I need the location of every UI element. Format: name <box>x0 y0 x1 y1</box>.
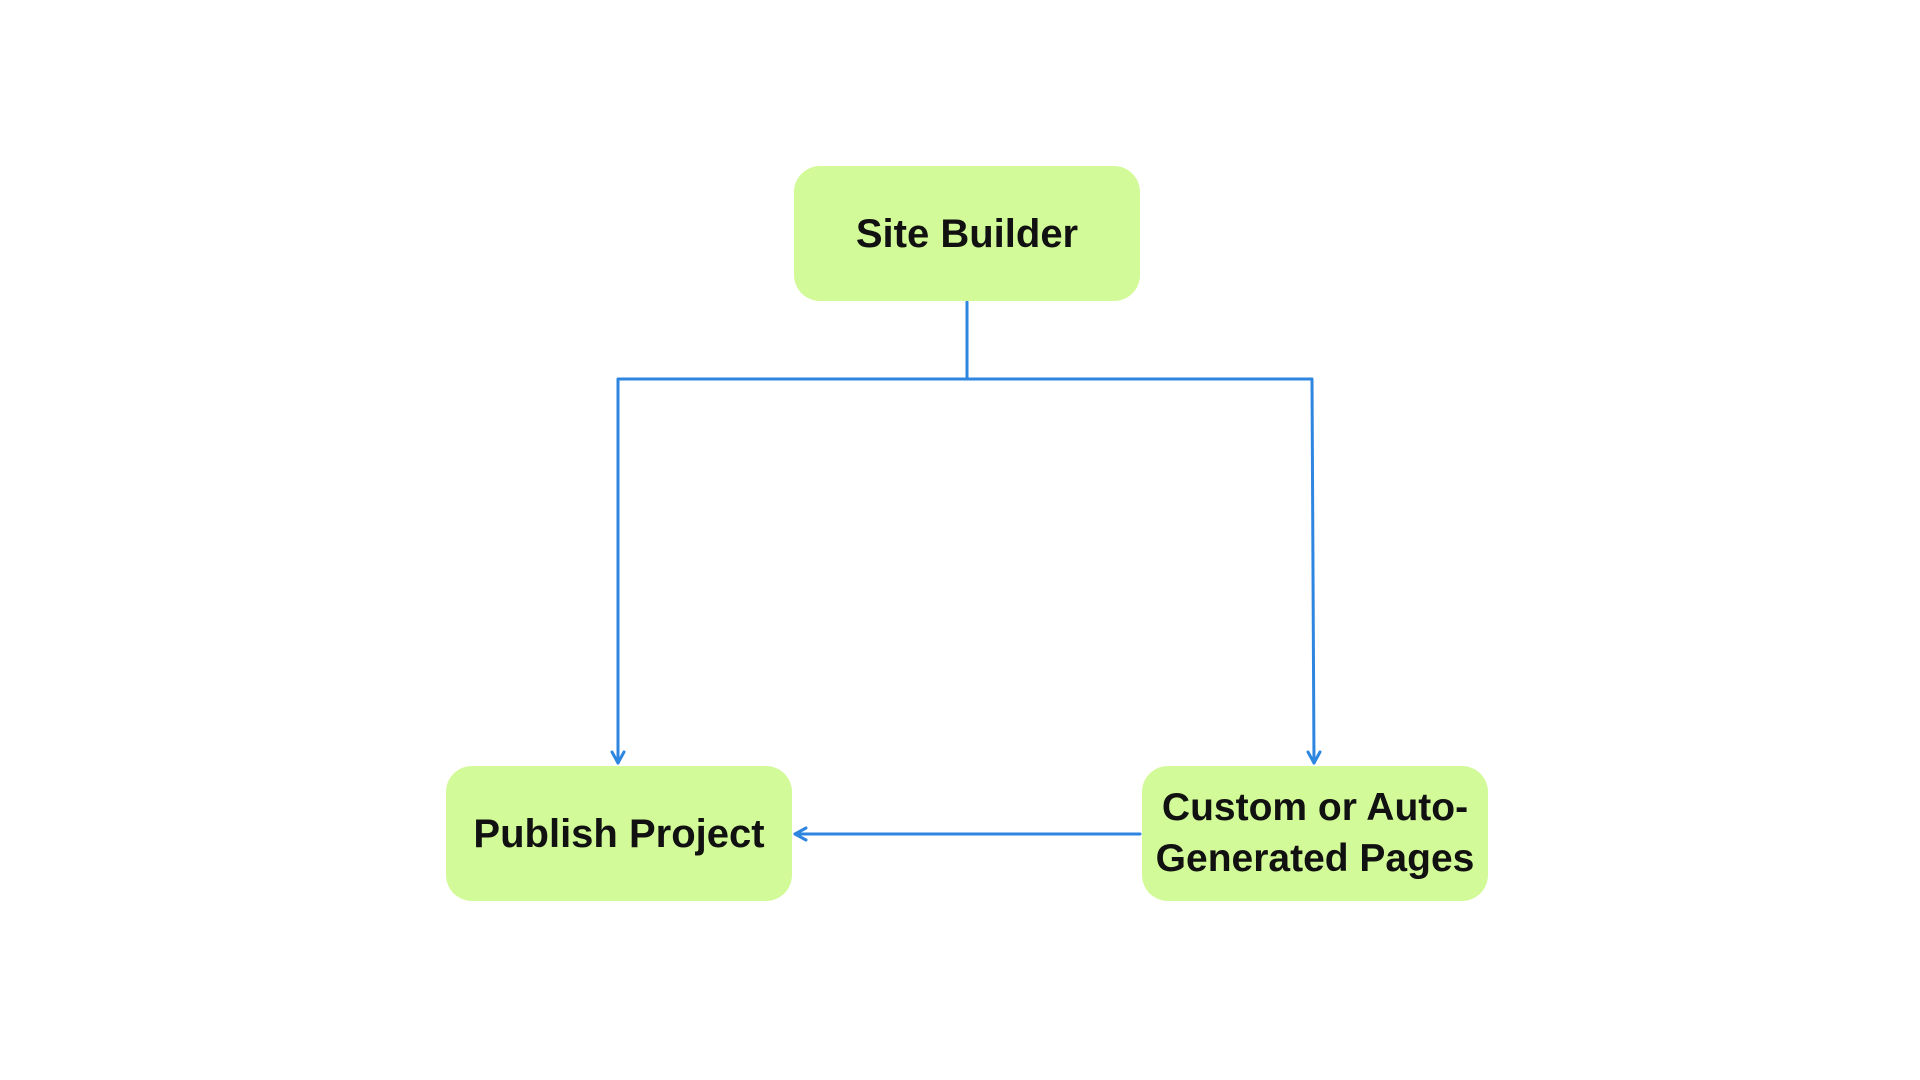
edge-site-builder-to-publish-project <box>616 300 969 765</box>
edge-site-builder-to-custom-pages <box>965 377 1316 765</box>
node-site-builder-label: Site Builder <box>855 211 1079 256</box>
node-custom-pages-label: Custom or Auto-Generated Pages <box>1155 785 1475 880</box>
node-custom-pages[interactable]: Custom or Auto-Generated Pages <box>1142 766 1488 901</box>
node-site-builder[interactable]: Site Builder <box>794 166 1140 301</box>
node-publish-project-label: Publish Project <box>473 811 765 856</box>
arrowhead-publish-project-icon <box>610 750 626 765</box>
arrowhead-publish-project-left-icon <box>793 826 808 842</box>
arrowhead-custom-pages-icon <box>1306 750 1322 765</box>
node-publish-project[interactable]: Publish Project <box>446 766 792 901</box>
